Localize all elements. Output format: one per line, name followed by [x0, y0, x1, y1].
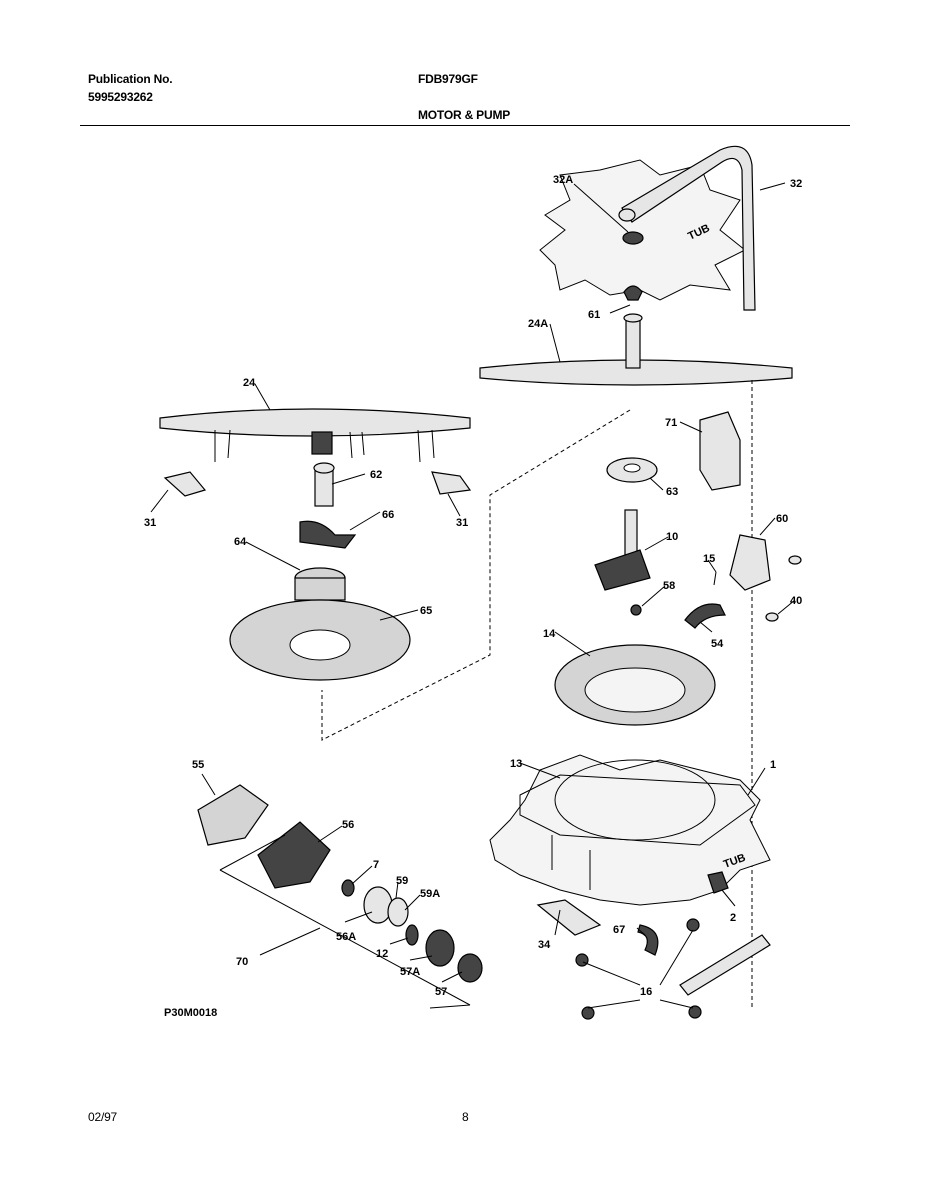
label-56A: 56A [336, 931, 356, 943]
label-56: 56 [342, 819, 354, 831]
label-7: 7 [373, 859, 379, 871]
publication-number: 5995293262 [88, 90, 153, 104]
label-70: 70 [236, 956, 248, 968]
seal-56A [363, 886, 393, 924]
impeller-57A [425, 929, 455, 967]
part-7 [341, 879, 355, 897]
nut-16-b [686, 918, 700, 932]
filter-basket-inner [584, 667, 686, 713]
motor-mount-55 [197, 784, 269, 846]
label-54: 54 [711, 638, 724, 650]
sump-gasket-1 [519, 774, 756, 846]
label-24A: 24A [528, 318, 548, 330]
label-40: 40 [790, 595, 802, 607]
label-31-right: 31 [456, 517, 468, 529]
upper-spray-arm-hub-top [623, 313, 643, 323]
footer-date: 02/97 [88, 1110, 118, 1124]
motor-56 [257, 821, 331, 889]
motor-assembly-bracket-left [219, 834, 286, 871]
label-55: 55 [192, 759, 204, 771]
label-61: 61 [588, 309, 600, 321]
label-65: 65 [420, 605, 432, 617]
label-13: 13 [510, 758, 522, 770]
pump-shaft [624, 509, 638, 556]
label-60: 60 [776, 513, 788, 525]
upper-spray-arm-hub [625, 317, 641, 369]
drain-tube [679, 934, 771, 996]
lower-spray-arm-spring [311, 431, 333, 455]
bracket-71 [699, 411, 741, 491]
fine-filter-hole [289, 629, 351, 661]
label-12: 12 [376, 948, 388, 960]
label-2: 2 [730, 912, 736, 924]
pump-housing [594, 549, 651, 591]
tube-nut [622, 231, 644, 245]
label-62: 62 [370, 469, 382, 481]
seal-58 [630, 604, 642, 616]
nut-16-d [688, 1005, 702, 1019]
label-59: 59 [396, 875, 408, 887]
label-63: 63 [666, 486, 678, 498]
label-14: 14 [543, 628, 556, 640]
section-title: MOTOR & PUMP [418, 108, 511, 122]
motor-assembly-bracket-bottom [429, 1004, 471, 1009]
upper-spray-arm [479, 359, 793, 386]
label-59A: 59A [420, 888, 440, 900]
label-66: 66 [382, 509, 394, 521]
label-57: 57 [435, 986, 447, 998]
footer-page-number: 8 [462, 1110, 469, 1124]
screw-15 [713, 571, 717, 586]
label-64: 64 [234, 536, 247, 548]
part-12 [405, 924, 419, 946]
label-32: 32 [790, 178, 802, 190]
filter-cup [294, 577, 346, 601]
label-58: 58 [663, 580, 675, 592]
clip-2 [707, 871, 729, 894]
water-valve [729, 534, 771, 591]
valve-clip-40 [765, 612, 779, 622]
nut-16-c [581, 1006, 595, 1020]
label-10: 10 [666, 531, 678, 543]
bracket-left [163, 471, 207, 497]
drawing-id: P30M0018 [164, 1007, 217, 1019]
tub-cutaway-bottom [489, 754, 771, 906]
hose-67 [637, 924, 659, 956]
supply-tube [621, 145, 756, 311]
label-57A: 57A [400, 966, 420, 978]
model-number: FDB979GF [418, 72, 478, 86]
tub-cutaway-top [539, 159, 746, 301]
gasket-34 [536, 899, 602, 936]
hub-nut-center [623, 463, 641, 473]
hose-54 [684, 603, 726, 629]
label-71: 71 [665, 417, 677, 429]
impeller-57 [457, 953, 483, 983]
header-rule [80, 125, 850, 126]
bracket-right [431, 471, 472, 495]
label-67: 67 [613, 924, 625, 936]
assembly-guide-left [321, 409, 631, 741]
lower-spray-arm [159, 408, 471, 437]
spray-arm-mount-top [313, 462, 335, 474]
upper-spray-arm-nut [623, 285, 643, 301]
spray-arm-mount [314, 467, 334, 507]
sump-seal-13 [554, 759, 716, 841]
nut-16-a [575, 953, 589, 967]
label-31-left: 31 [144, 517, 156, 529]
label-1: 1 [770, 759, 776, 771]
mounting-bolts [551, 835, 591, 890]
label-15: 15 [703, 553, 715, 565]
label-32A: 32A [553, 174, 573, 186]
label-34: 34 [538, 939, 551, 951]
leader-lines [150, 182, 796, 1009]
label-24: 24 [243, 377, 256, 389]
label-16: 16 [640, 986, 652, 998]
chopper-blade [299, 520, 357, 549]
ring-59 [387, 897, 409, 927]
motor-assembly-bracket-top [219, 869, 471, 1006]
valve-clip-60 [788, 555, 802, 565]
lower-spray-arm-legs [214, 429, 435, 463]
supply-tube-end [618, 208, 636, 222]
publication-label: Publication No. [88, 72, 173, 86]
